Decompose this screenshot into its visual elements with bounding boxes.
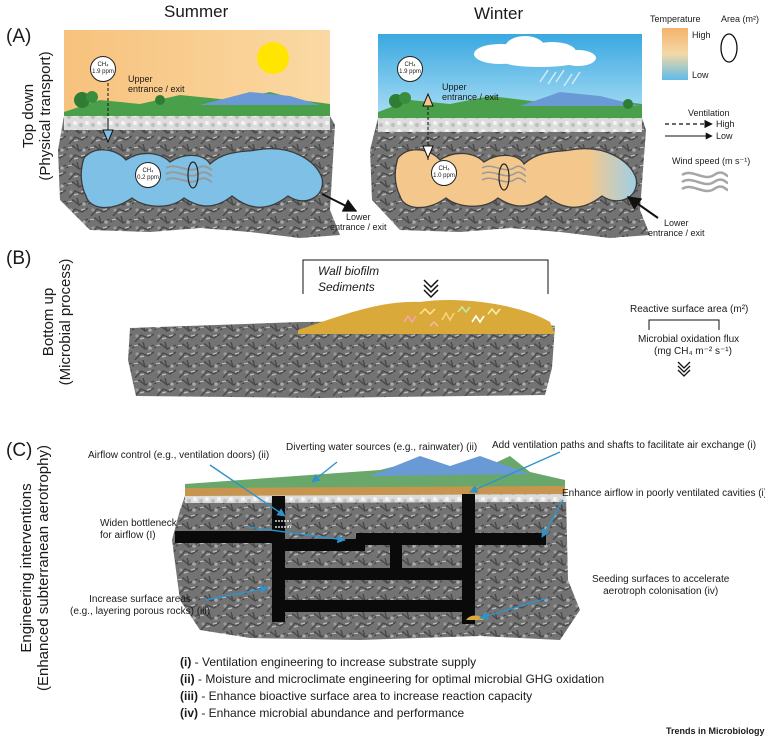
intervention-text: - Ventilation engineering to increase su… (191, 655, 477, 669)
intervention-text: - Enhance bioactive surface area to incr… (198, 689, 533, 703)
wind-legend-title: Wind speed (m s⁻¹) (672, 156, 751, 166)
panel-b-side-label: Bottom up (Microbial process) (40, 252, 74, 392)
wall-biofilm-label: Wall biofilm (318, 264, 380, 278)
panel-c-side-label: Engineering interventions (Enhanced subt… (18, 418, 52, 718)
seeding-label: Seeding surfaces to accelerate aerotroph… (592, 574, 729, 598)
oxidation-flux-units: (mg CH₄ m⁻² s⁻¹) (654, 346, 732, 357)
lower-entrance-line-1: Lower (346, 212, 371, 222)
oxidation-flux-label: Microbial oxidation flux (638, 334, 740, 345)
winter-title: Winter (474, 4, 524, 23)
intervention-text: - Moisture and microclimate engineering … (194, 672, 605, 686)
cloud-icon (474, 36, 596, 67)
ch4-value: 1.9 ppm (399, 69, 421, 75)
intervention-item: (i) - Ventilation engineering to increas… (180, 654, 604, 671)
ventilation-legend-title: Ventilation (688, 108, 730, 118)
panel-a-side-line-1: Top down (20, 83, 37, 149)
panel-b-graphic (128, 259, 720, 398)
panel-b-label: (B) (6, 248, 32, 269)
seeding-line-1: Seeding surfaces to accelerate (592, 574, 730, 585)
ch4-label: CH₄ (404, 62, 416, 68)
ch4-label: CH₄ (438, 166, 450, 172)
winter-lower-entrance-label: Lower entrance / exit (648, 218, 705, 238)
panel-a-side-label: Top down (Physical transport) (20, 26, 54, 206)
panel-c-side-line-1: Engineering interventions (18, 483, 35, 653)
ch4-value: 0.2 ppm (137, 175, 159, 181)
sediments-label: Sediments (318, 280, 375, 294)
widen-line-1: Widen bottleneck (100, 518, 177, 529)
panel-c-side-line-2: (Enhanced subterranean aerotrophy) (35, 445, 52, 691)
winter-outside-ch4-badge: CH₄ 1.9 ppm (397, 56, 423, 82)
interventions-list: (i) - Ventilation engineering to increas… (180, 654, 604, 722)
winter-upper-entrance-label: Upper entrance / exit (442, 82, 499, 102)
upper-entrance-line-1: Upper (442, 82, 467, 92)
intervention-number: (i) (180, 655, 192, 669)
ch4-label: CH₄ (97, 62, 109, 68)
seeding-line-2: aerotroph colonisation (iv) (603, 586, 719, 597)
panel-a-side-line-2: (Physical transport) (37, 51, 54, 181)
airflow-control-label: Airflow control (e.g., ventilation doors… (88, 450, 270, 461)
panel-a-label: (A) (6, 26, 32, 47)
area-legend-title: Area (m²) (721, 14, 759, 24)
summer-lower-entrance-label: Lower entrance / exit (330, 212, 387, 232)
journal-credit: Trends in Microbiology (666, 726, 765, 736)
ch4-label: CH₄ (142, 168, 154, 174)
summer-title: Summer (164, 2, 229, 21)
panel-b-side-line-1: Bottom up (40, 287, 57, 357)
sun-icon (257, 42, 289, 74)
winter-scene (370, 34, 659, 238)
upper-entrance-line-2: entrance / exit (442, 92, 499, 102)
panel-c-label: (C) (6, 440, 33, 461)
lower-entrance-line-2: entrance / exit (330, 222, 387, 232)
ch4-value: 1.0 ppm (433, 173, 455, 179)
summer-upper-entrance-label: Upper entrance / exit (128, 74, 185, 94)
area-ellipse-icon (720, 33, 738, 63)
widen-line-2: for airflow (I) (100, 530, 156, 541)
temperature-low-label: Low (692, 70, 709, 80)
summer-outside-ch4-badge: CH₄ 1.9 ppm (90, 56, 116, 82)
widen-bottleneck-label: Widen bottleneck for airflow (I) (100, 518, 177, 542)
enhance-airflow-label: Enhance airflow in poorly ventilated cav… (562, 488, 765, 499)
temperature-legend-title: Temperature (650, 14, 701, 24)
upper-entrance-line-2: entrance / exit (128, 84, 185, 94)
intervention-item: (iii) - Enhance bioactive surface area t… (180, 688, 604, 705)
ventilation-high-label: High (716, 119, 735, 129)
upper-entrance-line-1: Upper (128, 74, 153, 84)
add-ventilation-label: Add ventilation paths and shafts to faci… (492, 440, 757, 451)
summer-scene (58, 30, 358, 238)
intervention-number: (ii) (180, 672, 195, 686)
reactive-area-label: Reactive surface area (m²) (630, 304, 749, 315)
temperature-gradient (662, 28, 688, 80)
increase-line-1: Increase surface areas (89, 594, 191, 605)
intervention-item: (ii) - Moisture and microclimate enginee… (180, 671, 604, 688)
temperature-high-label: High (692, 30, 711, 40)
diverting-water-label: Diverting water sources (e.g., rainwater… (286, 442, 478, 453)
lower-entrance-line-2: entrance / exit (648, 228, 705, 238)
lower-entrance-line-1: Lower (664, 218, 689, 228)
winter-inside-ch4-badge: CH₄ 1.0 ppm (431, 160, 457, 186)
panel-b-side-line-2: (Microbial process) (57, 258, 74, 386)
increase-surface-label: Increase surface areas (e.g., layering p… (70, 594, 210, 618)
intervention-text: - Enhance microbial abundance and perfor… (198, 706, 465, 720)
increase-line-2: (e.g., layering porous rocks) (iii) (70, 606, 211, 617)
intervention-item: (iv) - Enhance microbial abundance and p… (180, 705, 604, 722)
summer-inside-ch4-badge: CH₄ 0.2 ppm (135, 162, 161, 188)
intervention-number: (iv) (180, 706, 198, 720)
wind-icon (681, 171, 729, 193)
panel-c-graphic (172, 451, 580, 640)
ventilation-low-label: Low (716, 131, 733, 141)
intervention-number: (iii) (180, 689, 198, 703)
ventilation-arrows (665, 119, 713, 140)
ch4-value: 1.9 ppm (92, 69, 114, 75)
